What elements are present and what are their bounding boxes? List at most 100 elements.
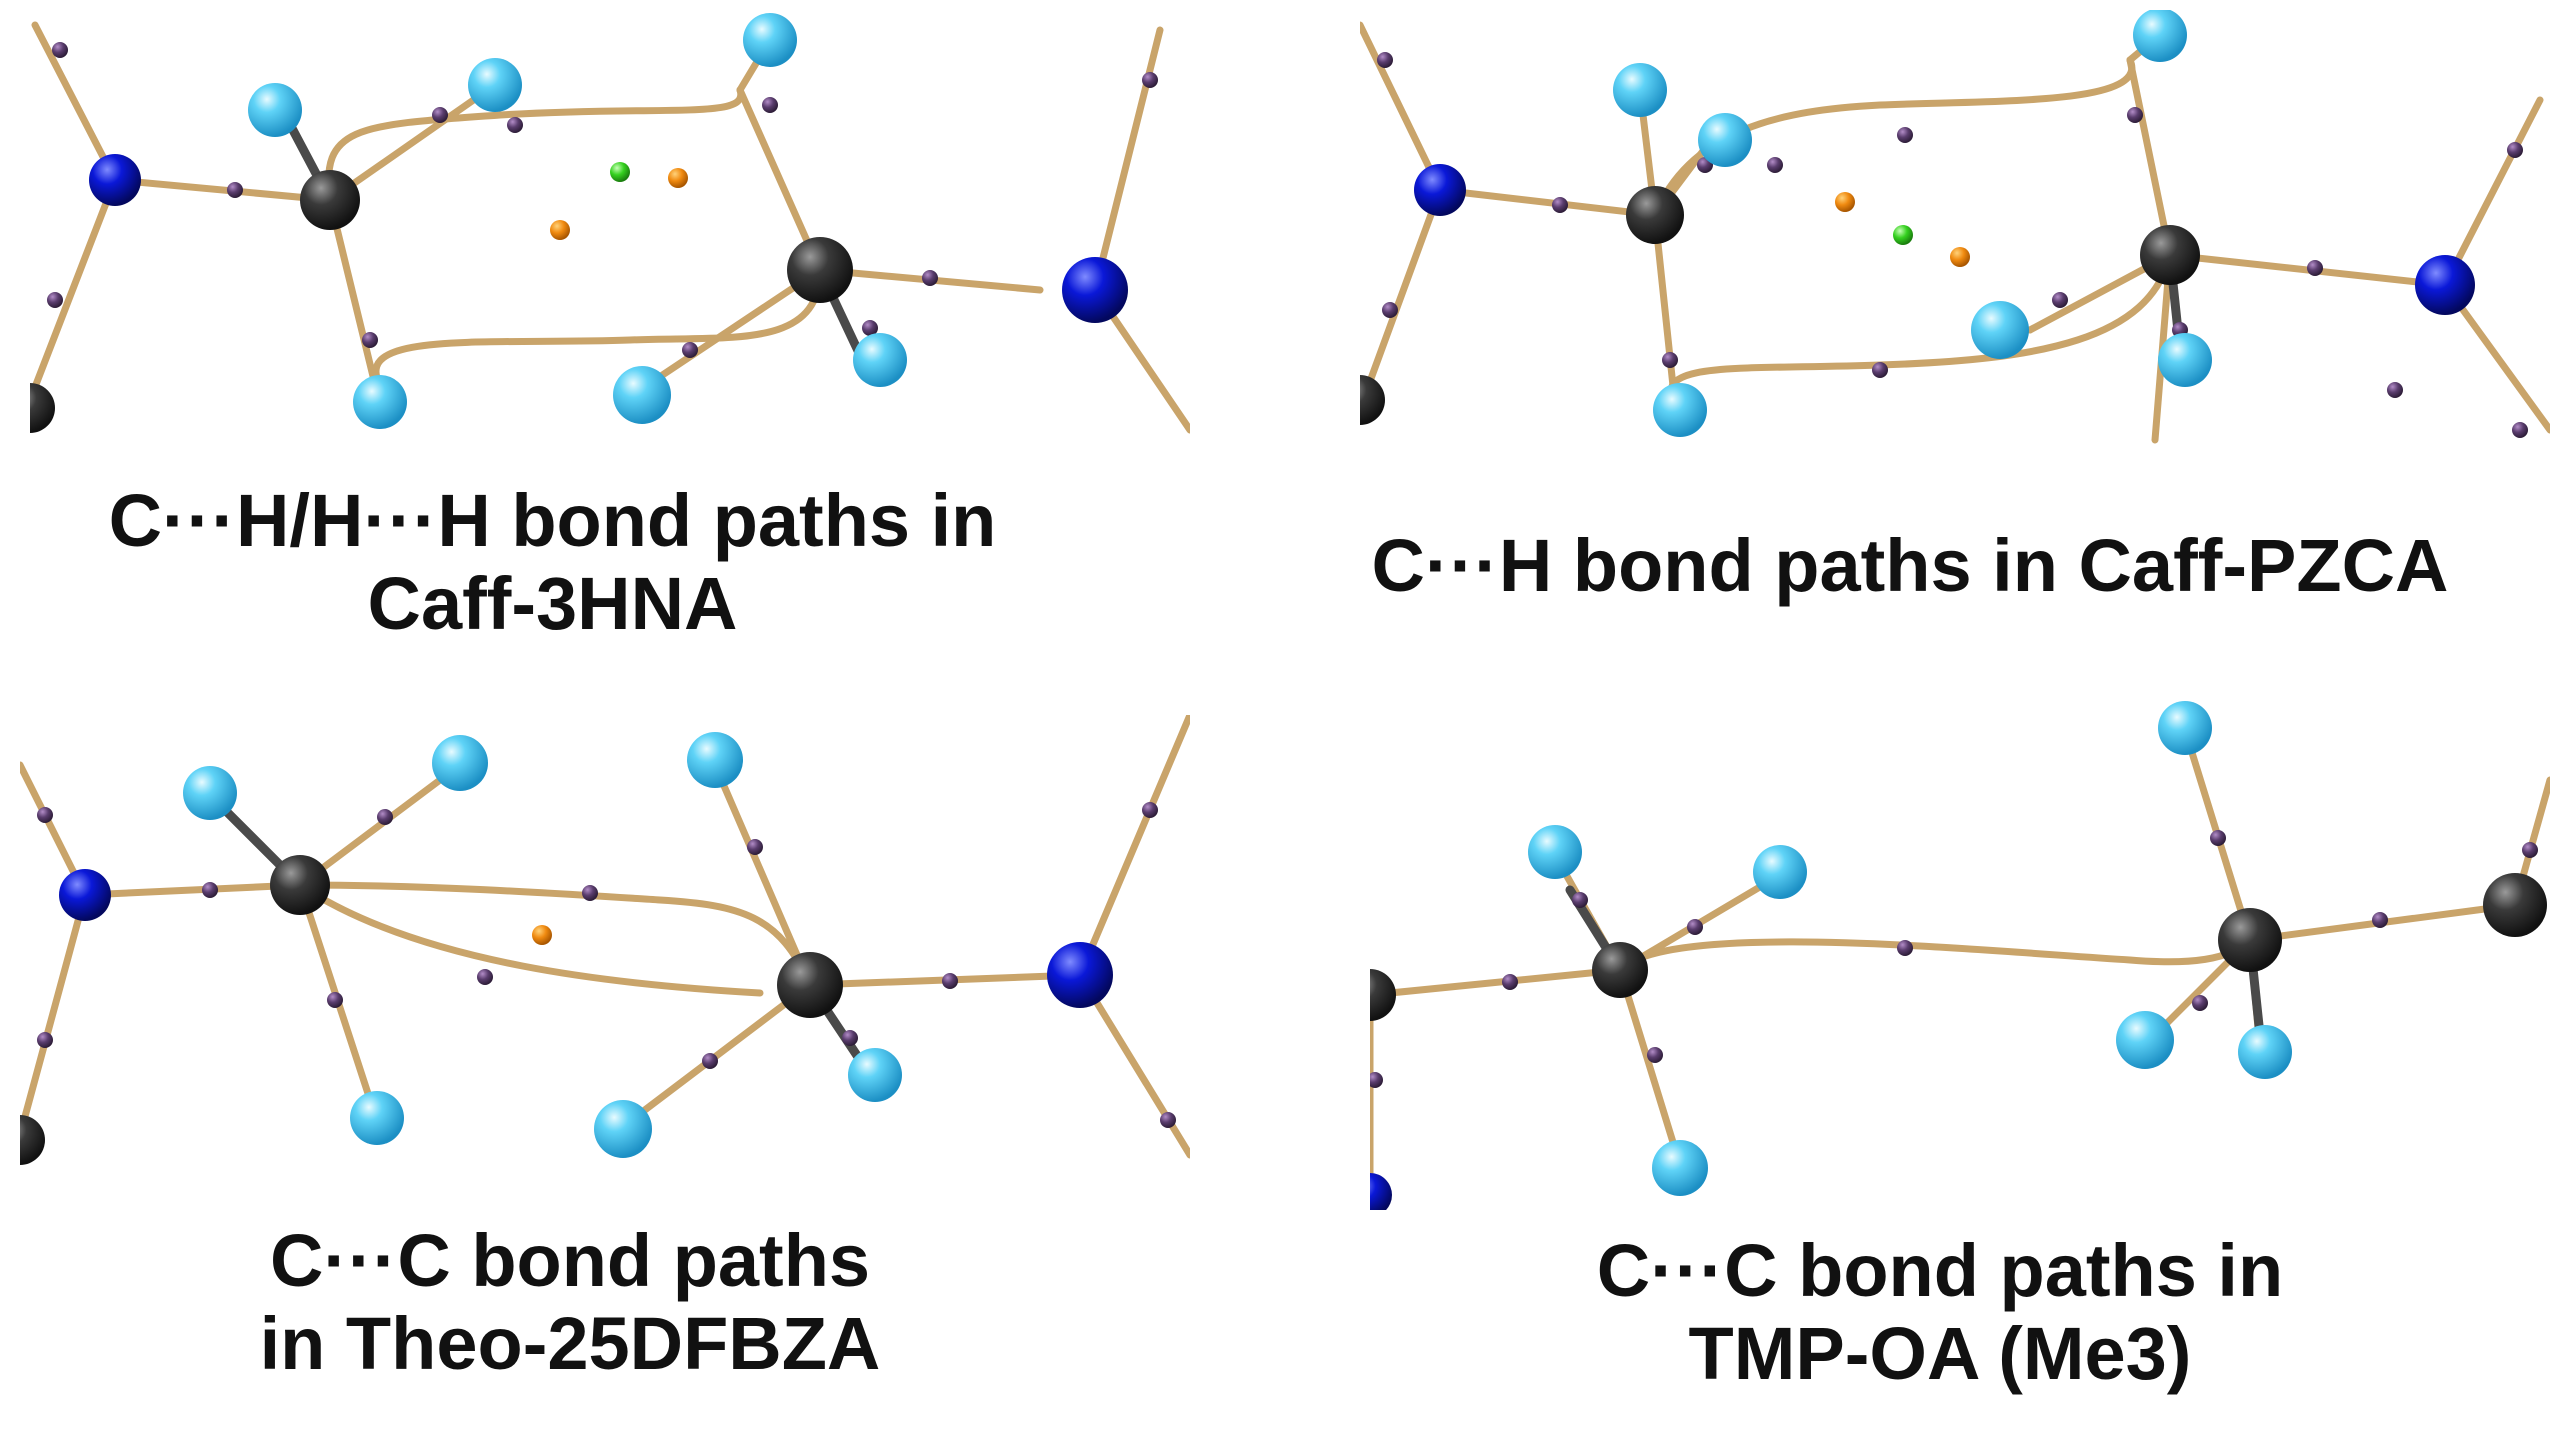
bond-critical-point xyxy=(582,885,598,901)
bond-critical-point xyxy=(1142,802,1158,818)
bond-critical-point xyxy=(1382,302,1398,318)
caption-tmp-oa-me3: C···C bond paths in TMP-OA (Me3) xyxy=(1530,1229,2350,1396)
carbon-atom xyxy=(270,855,330,915)
carbon-atom xyxy=(2140,225,2200,285)
nitrogen-atom xyxy=(59,869,111,921)
bond-critical-point xyxy=(1370,1072,1383,1088)
nitrogen-atom xyxy=(1062,257,1128,323)
nitrogen-atom xyxy=(1047,942,1113,1008)
hydrogen-atom xyxy=(1652,1140,1708,1196)
hydrogen-atom xyxy=(743,13,797,67)
bond-critical-point xyxy=(1662,352,1678,368)
panel-theo-25dfbza xyxy=(20,715,1190,1175)
carbon-atom xyxy=(777,952,843,1018)
bond-critical-point xyxy=(202,882,218,898)
bond-critical-point xyxy=(1687,919,1703,935)
bond-critical-point xyxy=(922,270,938,286)
bond-critical-point xyxy=(37,1032,53,1048)
caption-line: Caff-3HNA xyxy=(367,561,738,645)
nitrogen-atom xyxy=(89,154,141,206)
bond-critical-point xyxy=(1647,1047,1663,1063)
caption-line: in Theo-25DFBZA xyxy=(259,1301,881,1385)
carbon-atom xyxy=(300,170,360,230)
bond-critical-point xyxy=(1572,892,1588,908)
carbon-atom xyxy=(1370,969,1396,1021)
bond-critical-point xyxy=(2522,842,2538,858)
caption-line: C···C bond paths in xyxy=(1596,1229,2284,1312)
hydrogen-atom xyxy=(350,1091,404,1145)
bond-critical-point xyxy=(2512,422,2528,438)
hydrogen-atom xyxy=(1613,63,1667,117)
hydrogen-atom xyxy=(2116,1011,2174,1069)
bond-critical-point xyxy=(377,809,393,825)
bond-paths xyxy=(1360,21,2550,444)
molecular-graph-caff-3hna xyxy=(30,13,1190,434)
bond-critical-point xyxy=(2210,830,2226,846)
bond-critical-point xyxy=(702,1053,718,1069)
hydrogen-atom xyxy=(1971,301,2029,359)
cage-critical-point xyxy=(668,168,688,188)
bond-critical-point xyxy=(1142,72,1158,88)
bond-critical-point xyxy=(362,332,378,348)
bond-critical-point xyxy=(507,117,523,133)
covalent-stubs xyxy=(280,110,865,360)
bond-critical-point xyxy=(842,1030,858,1046)
bond-critical-point xyxy=(1872,362,1888,378)
bond-critical-point xyxy=(2387,382,2403,398)
bond-critical-point xyxy=(2127,107,2143,123)
bond-critical-point xyxy=(762,97,778,113)
caption-caff-pzca: C···H bond paths in Caff-PZCA xyxy=(1270,524,2550,608)
carbon-atom xyxy=(787,237,853,303)
bond-paths xyxy=(1370,726,2550,1194)
bond-critical-point xyxy=(1552,197,1568,213)
hydrogen-atom xyxy=(2158,333,2212,387)
hydrogen-atom xyxy=(353,375,407,429)
atoms xyxy=(30,13,1128,433)
hydrogen-atom xyxy=(183,766,237,820)
hydrogen-atom xyxy=(687,732,743,788)
molecular-graph-caff-pzca xyxy=(1360,10,2550,444)
bond-critical-points xyxy=(47,42,1158,358)
bond-critical-point xyxy=(1377,52,1393,68)
caption-line: C···H/H···H bond paths in xyxy=(108,479,997,562)
nitrogen-atom xyxy=(2415,255,2475,315)
cage-critical-point xyxy=(532,925,552,945)
hydrogen-atom xyxy=(1753,845,1807,899)
bond-critical-point xyxy=(327,992,343,1008)
caption-theo-25dfbza: C···C bond paths in Theo-25DFBZA xyxy=(200,1219,940,1386)
panel-tmp-oa-me3 xyxy=(1370,690,2550,1210)
nitrogen-atom xyxy=(1414,164,1466,216)
hydrogen-atom xyxy=(594,1100,652,1158)
bond-critical-point xyxy=(37,807,53,823)
atoms xyxy=(20,732,1113,1165)
carbon-atom xyxy=(1360,375,1385,425)
carbon-atom xyxy=(1626,186,1684,244)
bond-critical-point xyxy=(432,107,448,123)
hydrogen-atom xyxy=(1528,825,1582,879)
panel-caff-3hna xyxy=(30,10,1190,440)
bond-paths xyxy=(30,21,1190,434)
bond-critical-point xyxy=(2192,995,2208,1011)
carbon-atom xyxy=(30,383,55,433)
bond-critical-point xyxy=(2507,142,2523,158)
carbon-atom xyxy=(2483,873,2547,937)
bond-critical-point xyxy=(1767,157,1783,173)
bond-critical-point xyxy=(1897,127,1913,143)
bond-critical-points xyxy=(37,802,1176,1128)
ring-critical-point xyxy=(1893,225,1913,245)
bond-critical-points xyxy=(1377,52,2528,438)
hydrogen-atom xyxy=(2238,1025,2292,1079)
bond-critical-point xyxy=(747,839,763,855)
caption-line: C···C bond paths xyxy=(269,1219,871,1302)
hydrogen-atom xyxy=(1698,113,1752,167)
bond-critical-point xyxy=(52,42,68,58)
molecular-graph-tmp-oa-me3 xyxy=(1370,701,2550,1210)
caption-line: C···H bond paths in Caff-PZCA xyxy=(1371,524,2449,607)
bond-critical-point xyxy=(227,182,243,198)
cage-critical-point xyxy=(1950,247,1970,267)
nitrogen-atom xyxy=(1370,1173,1392,1210)
bond-critical-points xyxy=(1370,830,2538,1088)
bond-critical-point xyxy=(682,342,698,358)
ring-critical-point xyxy=(610,162,630,182)
hydrogen-atom xyxy=(2158,701,2212,755)
